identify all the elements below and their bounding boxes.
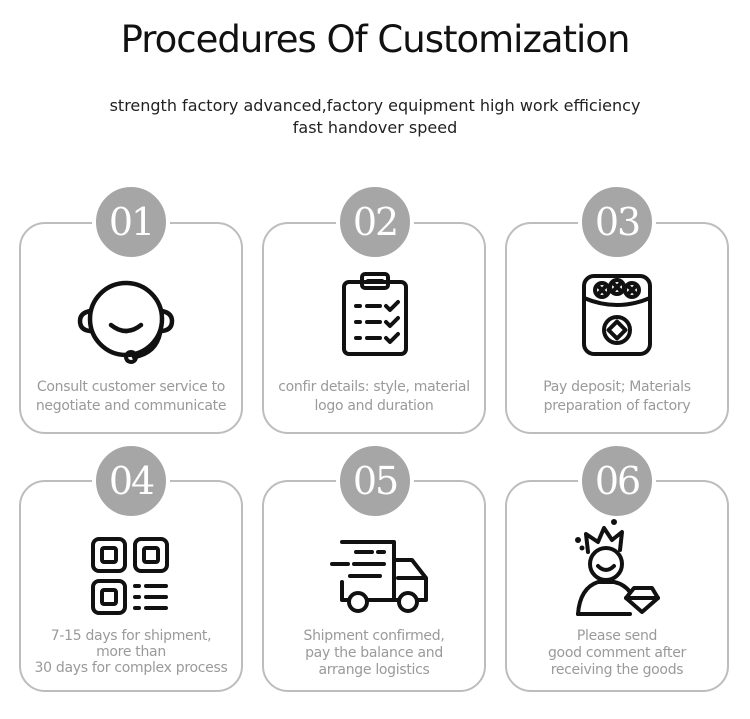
step-caption-05: Shipment confirmed, pay the balance and … — [303, 628, 445, 678]
step-number-badge: 02 — [336, 183, 414, 261]
subtitle-line-1: strength factory advanced,factory equipm… — [109, 96, 641, 115]
headset-icon — [77, 280, 175, 364]
step-caption-06: Please send good comment after receiving… — [547, 628, 687, 678]
step-caption-04: 7-15 days for shipment, more than 30 day… — [34, 628, 228, 676]
step-number-badge: 05 — [336, 442, 414, 520]
step-caption-02: confir details: style, material logo and… — [278, 379, 470, 414]
step-caption-03: Pay deposit; Materials preparation of fa… — [543, 379, 691, 414]
subtitle-line-2: fast handover speed — [292, 118, 458, 137]
qr-code-icon — [91, 537, 169, 615]
page-title: Procedures Of Customization — [120, 18, 631, 61]
crowned-person-icon — [575, 519, 660, 616]
step-number-badge: 01 — [92, 183, 170, 261]
step-caption-01: Consult customer service to negotiate an… — [35, 379, 227, 414]
step-number-badge: 03 — [578, 183, 656, 261]
step-number-badge: 04 — [92, 442, 170, 520]
deposit-envelope-icon — [582, 274, 652, 356]
clipboard-checklist-icon — [342, 272, 408, 356]
delivery-truck-icon — [330, 540, 428, 613]
step-number-badge: 06 — [578, 442, 656, 520]
